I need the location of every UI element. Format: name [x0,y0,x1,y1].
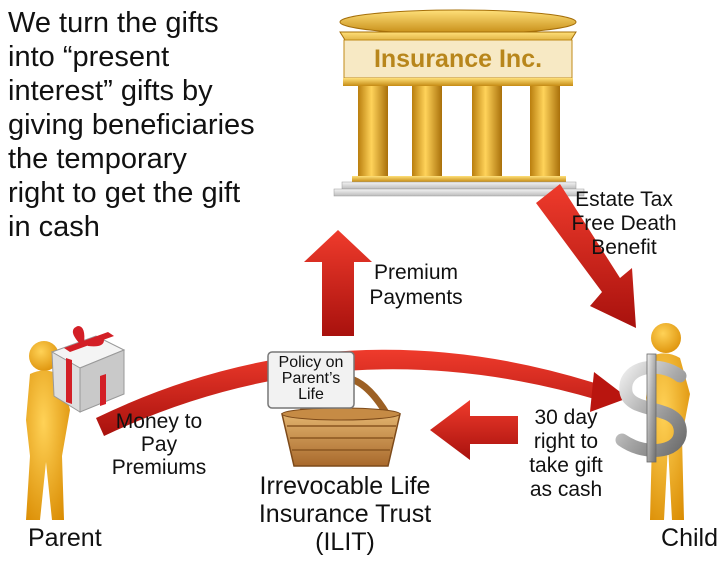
diagonal-arrow [536,184,636,328]
death-benefit-line: Free Death [571,212,677,235]
money-label: Money to Pay Premiums [96,410,222,479]
policy-card [267,351,355,409]
child-figure [646,323,690,520]
death-benefit-line: Estate Tax [575,188,673,211]
curved-arrow [96,349,604,436]
money-line: Money to [115,410,203,433]
ilit-caption-line: (ILIT) [315,528,375,556]
headline-line: giving beneficiaries [8,109,255,141]
child-right-line: right to [533,430,599,453]
policy-tag-line: Parent’s [281,370,341,387]
policy-tag: Policy on Parent’s Life [268,355,354,403]
premium-line: Premium [373,261,458,284]
headline-line: We turn the gifts [8,7,219,39]
basket-icon [281,374,401,467]
gift-box-icon [50,326,126,413]
parent-label: Parent [28,524,102,552]
ilit-caption-line: Insurance Trust [258,500,432,528]
ilit-caption: Irrevocable Life Insurance Trust (ILIT) [238,472,452,556]
money-line: Pay [140,433,178,456]
headline-line: right to get the gift [8,177,241,209]
premium-line: Payments [369,286,463,309]
death-benefit-line: Benefit [591,236,657,259]
bank-building-icon [333,9,585,197]
headline: We turn the gifts into “present interest… [8,6,328,244]
curved-arrow-head [590,372,628,412]
child-right-label: 30 day right to take gift as cash [514,406,618,502]
headline-line: in cash [8,211,100,243]
insurer-sign: Insurance Inc. [373,45,543,73]
dollar-sign-icon [615,353,687,463]
premium-payments-label: Premium Payments [358,260,474,310]
child-right-line: 30 day [534,406,598,429]
headline-line: the temporary [8,143,187,175]
left-arrow [430,400,518,460]
child-right-line: as cash [529,478,603,501]
death-benefit-label: Estate Tax Free Death Benefit [554,188,694,260]
ilit-caption-line: Irrevocable Life [259,472,431,500]
policy-tag-line: Life [298,386,324,403]
child-label: Child [661,524,718,552]
money-line: Premiums [111,456,207,479]
policy-tag-line: Policy on [278,354,344,371]
child-right-line: take gift [529,454,603,477]
up-arrow [304,230,372,336]
headline-line: interest” gifts by [8,75,213,107]
headline-line: into “present [8,41,170,73]
